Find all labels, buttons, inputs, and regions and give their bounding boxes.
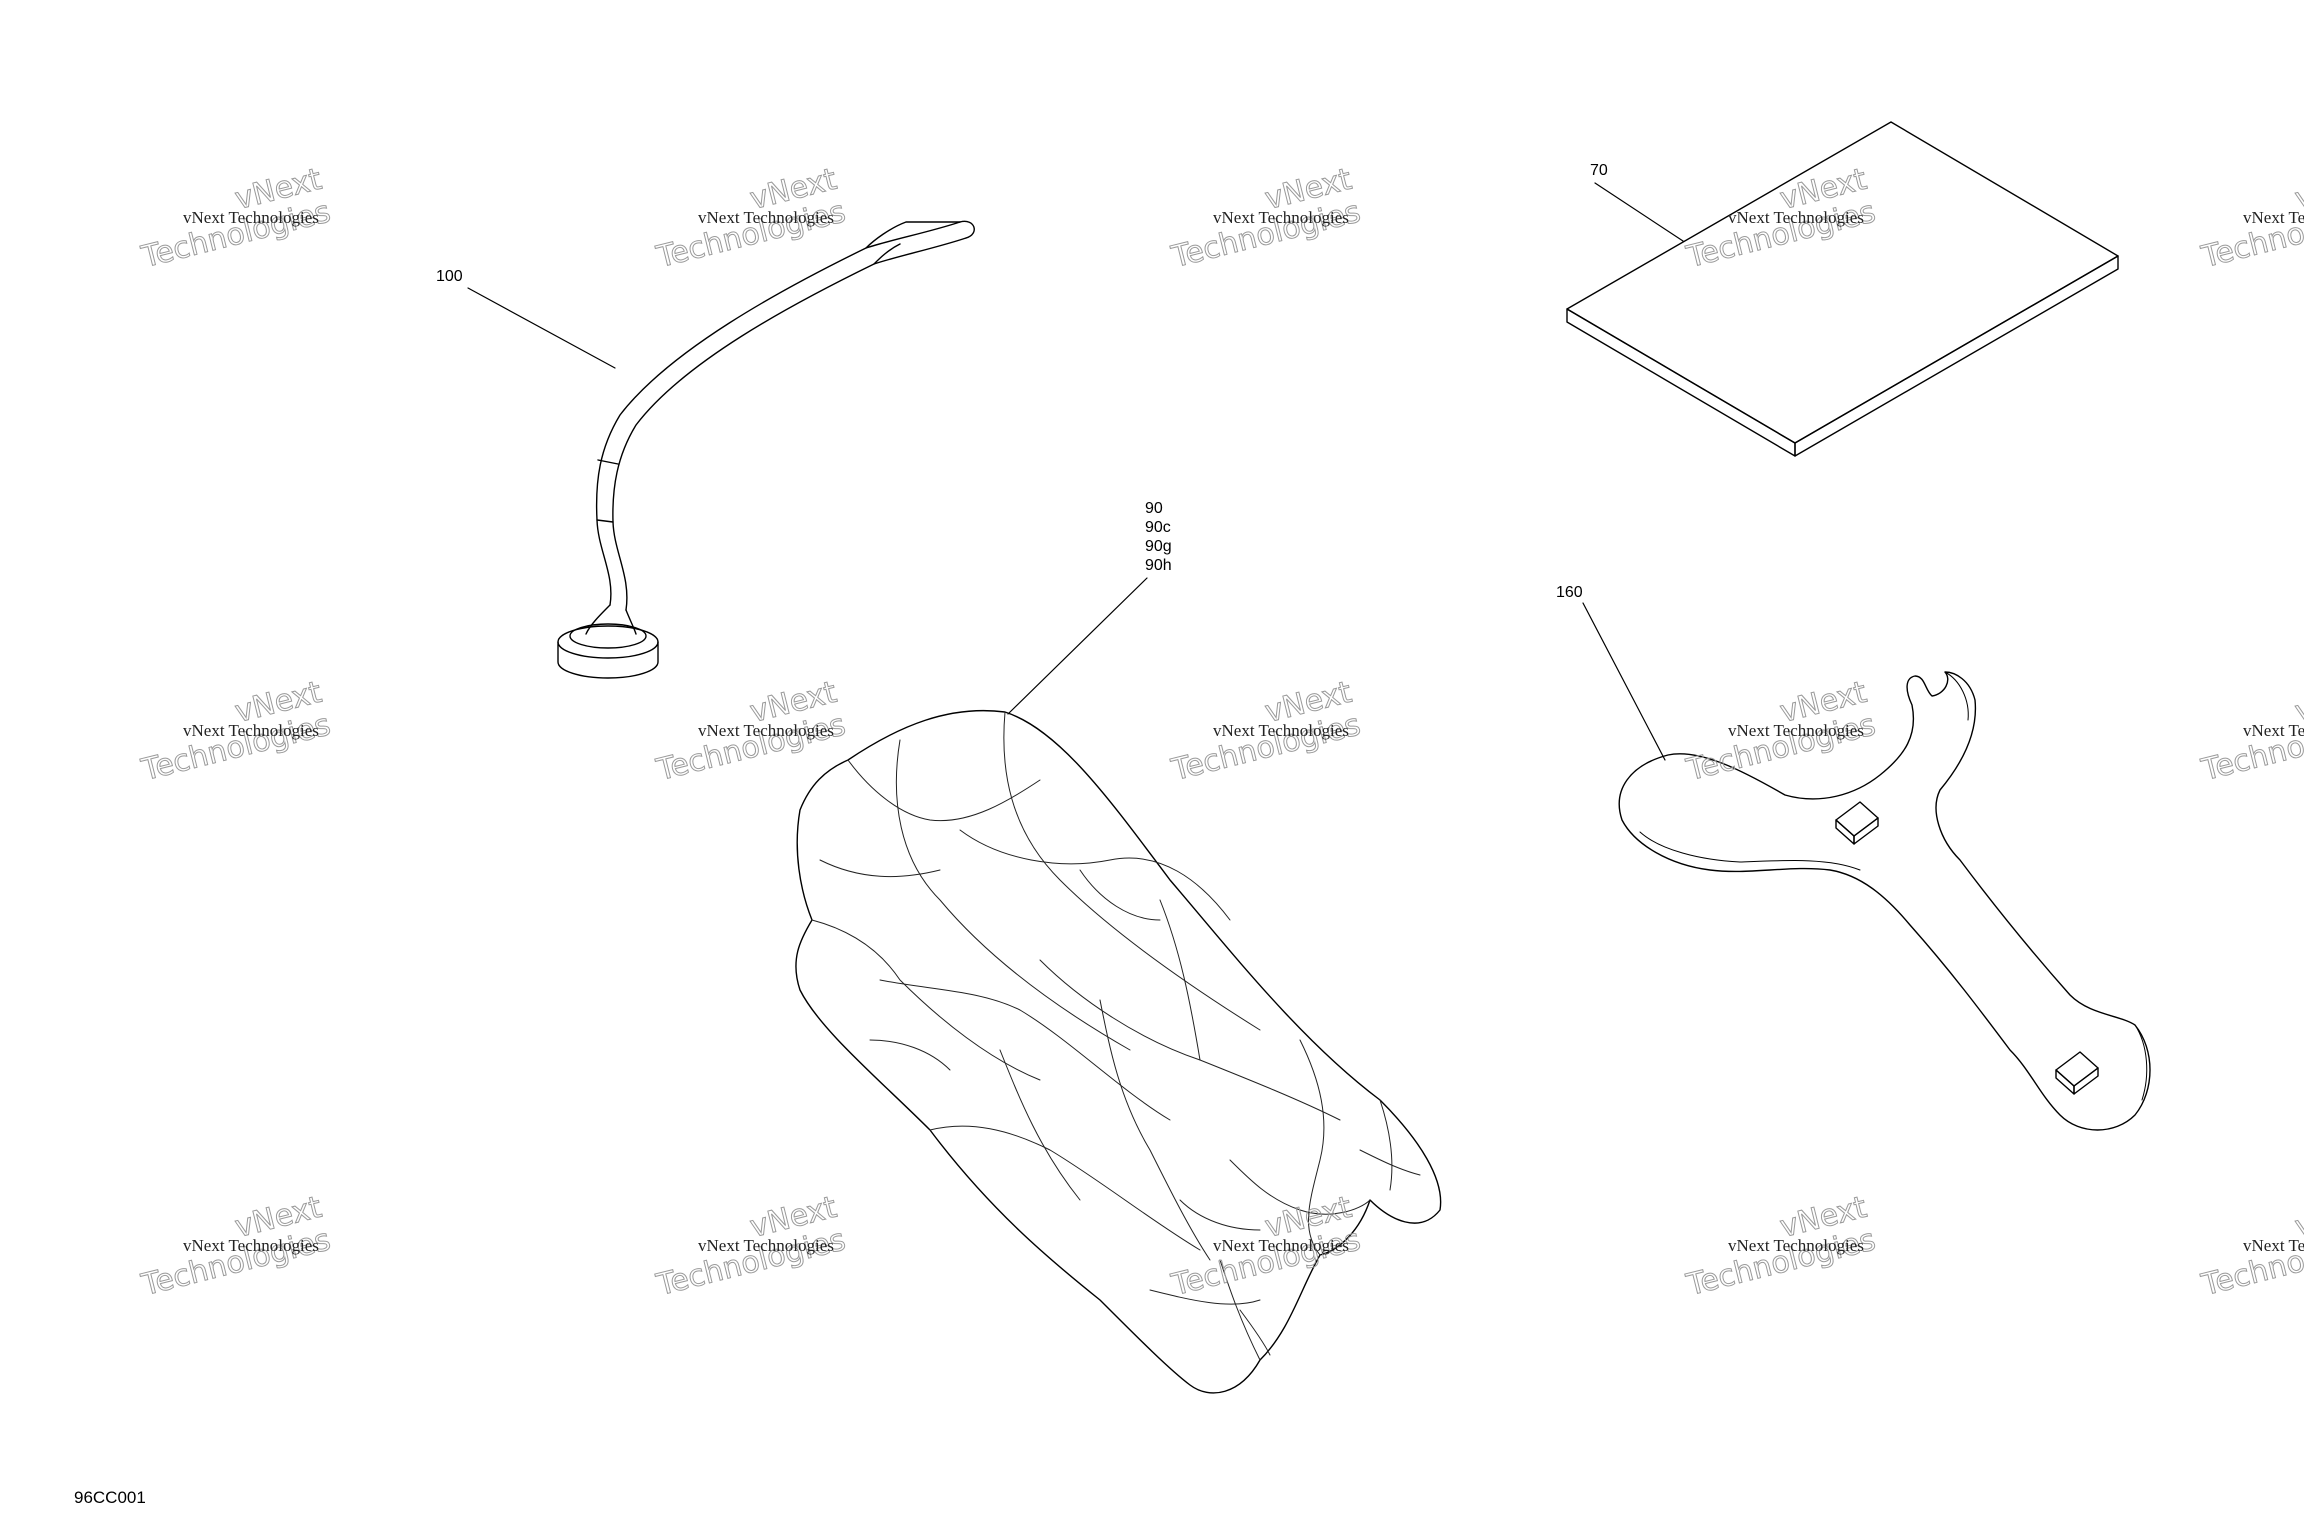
leader-90 [1007, 577, 1148, 715]
leader-lines [467, 182, 1684, 761]
part-100-dipstick [557, 220, 975, 679]
leader-160 [1582, 602, 1666, 761]
callout-100: 100 [436, 268, 463, 285]
callout-90: 90 [1145, 500, 1163, 517]
wrench-pin-lower [2055, 1051, 2099, 1095]
part-70-manual [1566, 121, 2119, 457]
part-90-tool-bag [795, 709, 1442, 1394]
callout-160: 160 [1556, 584, 1583, 601]
callout-90-stack: 90 90c 90g 90h [1145, 499, 1172, 575]
leader-100 [467, 287, 616, 369]
wrench-pin-upper [1835, 801, 1879, 845]
callout-90g: 90g [1145, 538, 1172, 555]
drawing-code: 96CC001 [74, 1488, 146, 1507]
part-160-wrench [1618, 671, 2151, 1131]
callout-70: 70 [1590, 162, 1608, 179]
leader-70 [1594, 182, 1684, 242]
callout-90h: 90h [1145, 557, 1172, 574]
callout-90c: 90c [1145, 519, 1171, 536]
